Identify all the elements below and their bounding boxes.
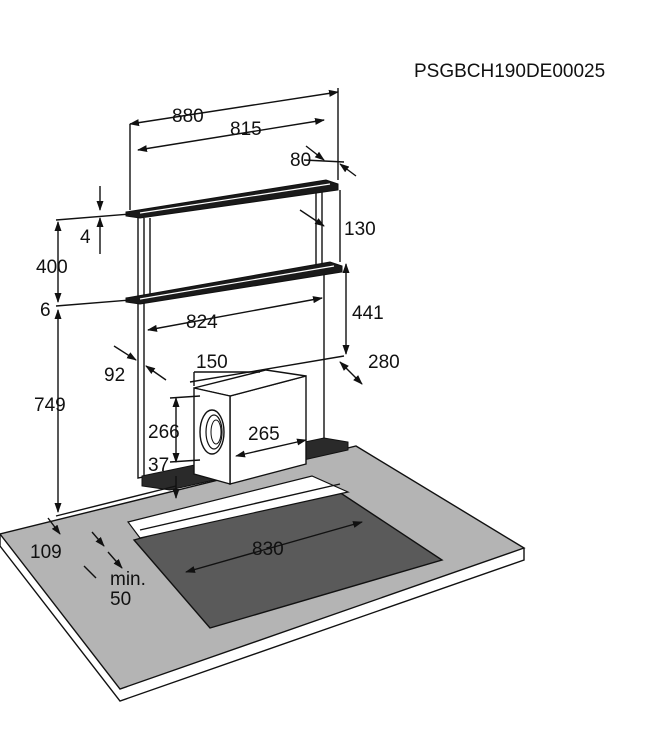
dim-line-815 <box>137 117 325 153</box>
dim-line-130 <box>299 209 325 227</box>
label-min: min. <box>110 569 146 590</box>
dim-line-280 <box>339 361 363 385</box>
label-150: 150 <box>196 352 228 373</box>
label-830: 830 <box>252 539 284 560</box>
ext-266a <box>169 395 201 399</box>
cutout-inner-line <box>139 483 341 531</box>
dim-line-50a <box>83 565 97 579</box>
label-824: 824 <box>186 312 218 333</box>
label-265: 265 <box>248 424 280 445</box>
label-37: 37 <box>148 455 169 476</box>
ext-4 <box>55 213 131 221</box>
label-50: 50 <box>110 589 131 610</box>
dim-line-92b <box>145 365 167 381</box>
worktop-edge <box>0 534 525 702</box>
dim-line-109a <box>47 517 61 535</box>
dim-line-80b <box>339 163 357 177</box>
ext-749 <box>55 485 177 517</box>
label-130: 130 <box>344 219 376 240</box>
label-109: 109 <box>30 542 62 563</box>
dim-line-830 <box>185 521 363 573</box>
dim-line-80c <box>303 159 345 163</box>
label-4: 4 <box>80 227 91 248</box>
dim-line-50b <box>107 551 123 569</box>
label-266: 266 <box>148 422 180 443</box>
duct-outlet <box>199 409 225 455</box>
label-749: 749 <box>34 395 66 416</box>
label-80: 80 <box>290 150 311 171</box>
dim-line-824 <box>147 296 323 332</box>
ext-280 <box>189 355 345 383</box>
label-400: 400 <box>36 257 68 278</box>
ext-266b <box>169 459 201 463</box>
label-815: 815 <box>230 119 262 140</box>
dim-line-109b <box>91 531 105 547</box>
label-6: 6 <box>40 300 51 321</box>
dim-line-92a <box>113 345 137 361</box>
dim-line-265 <box>235 438 307 458</box>
label-441: 441 <box>352 303 384 324</box>
ext-6 <box>55 299 131 307</box>
label-880: 880 <box>172 106 204 127</box>
label-280: 280 <box>368 352 400 373</box>
product-code: PSGBCH190DE00025 <box>414 61 605 82</box>
label-92: 92 <box>104 365 125 386</box>
dim-line-80a <box>305 145 325 161</box>
